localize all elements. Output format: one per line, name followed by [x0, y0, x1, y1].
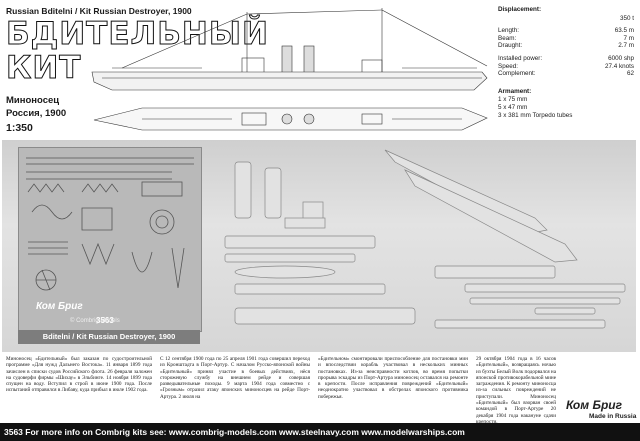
resin-parts — [224, 149, 626, 329]
brand-logo: Ком Бриг — [566, 398, 623, 412]
ship-name-line1: БДИТЕЛЬНЫЙ — [6, 16, 269, 53]
complement-label: Complement: — [498, 70, 536, 78]
length-value: 63.5 m — [614, 27, 634, 35]
beam-label: Beam: — [498, 34, 517, 42]
power-label: Installed power: — [498, 54, 543, 62]
history-text-col2: С 12 сентября 1900 года по 25 апреля 190… — [160, 356, 310, 400]
speed-label: Speed: — [498, 62, 518, 70]
hull-part — [404, 169, 578, 263]
kit-title: Russian Bditelni / Kit Russian Destroyer… — [6, 6, 192, 16]
footer-bar — [0, 423, 640, 441]
draught-label: Draught: — [498, 42, 523, 50]
speed-value: 27.4 knots — [604, 62, 634, 70]
pe-credit: © Combrig Models — [70, 318, 120, 324]
funnel-part — [234, 161, 252, 219]
armament-label: Armament: — [498, 87, 532, 95]
kit-scale: 1:350 — [6, 122, 33, 134]
made-in-label: Made in Russia — [589, 413, 637, 420]
armament-item: 1 x 75 mm — [498, 96, 528, 104]
armament-item: 5 x 47 mm — [498, 103, 528, 111]
history-text-col4: 29 октября 1904 года в 16 часов «Бдитель… — [476, 356, 556, 425]
footer-text: 3563 For more info on Combrig kits see: … — [4, 427, 465, 437]
pe-number: 3563 — [96, 316, 114, 325]
history-text-col3: «Бдительном» смонтировали приспособление… — [318, 356, 468, 400]
hull-part — [384, 149, 548, 235]
top-plan — [93, 107, 488, 131]
side-profile — [91, 8, 488, 91]
beam-value: 7 m — [623, 34, 635, 42]
pe-sheet-label: Bditelni / Kit Russian Destroyer, 1900 — [18, 330, 200, 344]
specifications-panel: Displacement: 350 t Length: 63.5 m Beam: 7… — [498, 6, 634, 119]
ship-name-line2: КИТ — [5, 50, 82, 87]
ship-type: Миноносец — [6, 95, 60, 106]
photo-etch-sheet — [18, 147, 202, 332]
armament-item: 3 x 381 mm Torpedo tubes — [498, 111, 573, 119]
ship-country-year: Россия, 1900 — [6, 108, 67, 119]
complement-value: 62 — [626, 70, 634, 78]
funnel-part — [264, 167, 282, 219]
brand-logo-box — [560, 396, 638, 422]
pe-logo: Ком Бриг — [36, 301, 83, 312]
displacement-value: 350 t — [619, 14, 634, 22]
displacement-label: Displacement: — [498, 6, 542, 13]
power-value: 6000 shp — [608, 54, 634, 62]
photo-etch-parts — [26, 157, 194, 291]
length-label: Length: — [498, 27, 520, 35]
history-text-col1: Миноносец «Бдительный» был заказан по су… — [6, 356, 152, 394]
draught-value: 2.7 m — [618, 42, 634, 50]
ship-plan-drawing — [91, 8, 488, 131]
